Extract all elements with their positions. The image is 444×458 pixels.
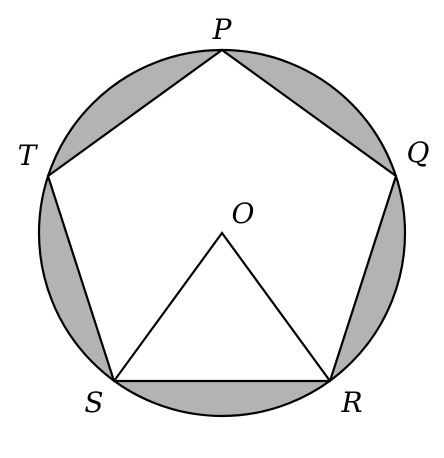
label-s: S xyxy=(84,386,103,419)
pentagon-pqrst xyxy=(46,48,398,383)
label-q: Q xyxy=(407,136,430,169)
triangle-osr xyxy=(113,231,331,382)
label-o: O xyxy=(232,197,255,230)
label-r: R xyxy=(340,386,362,419)
label-t: T xyxy=(18,139,39,172)
pentagon-interior xyxy=(48,50,396,381)
label-p: P xyxy=(212,13,233,46)
